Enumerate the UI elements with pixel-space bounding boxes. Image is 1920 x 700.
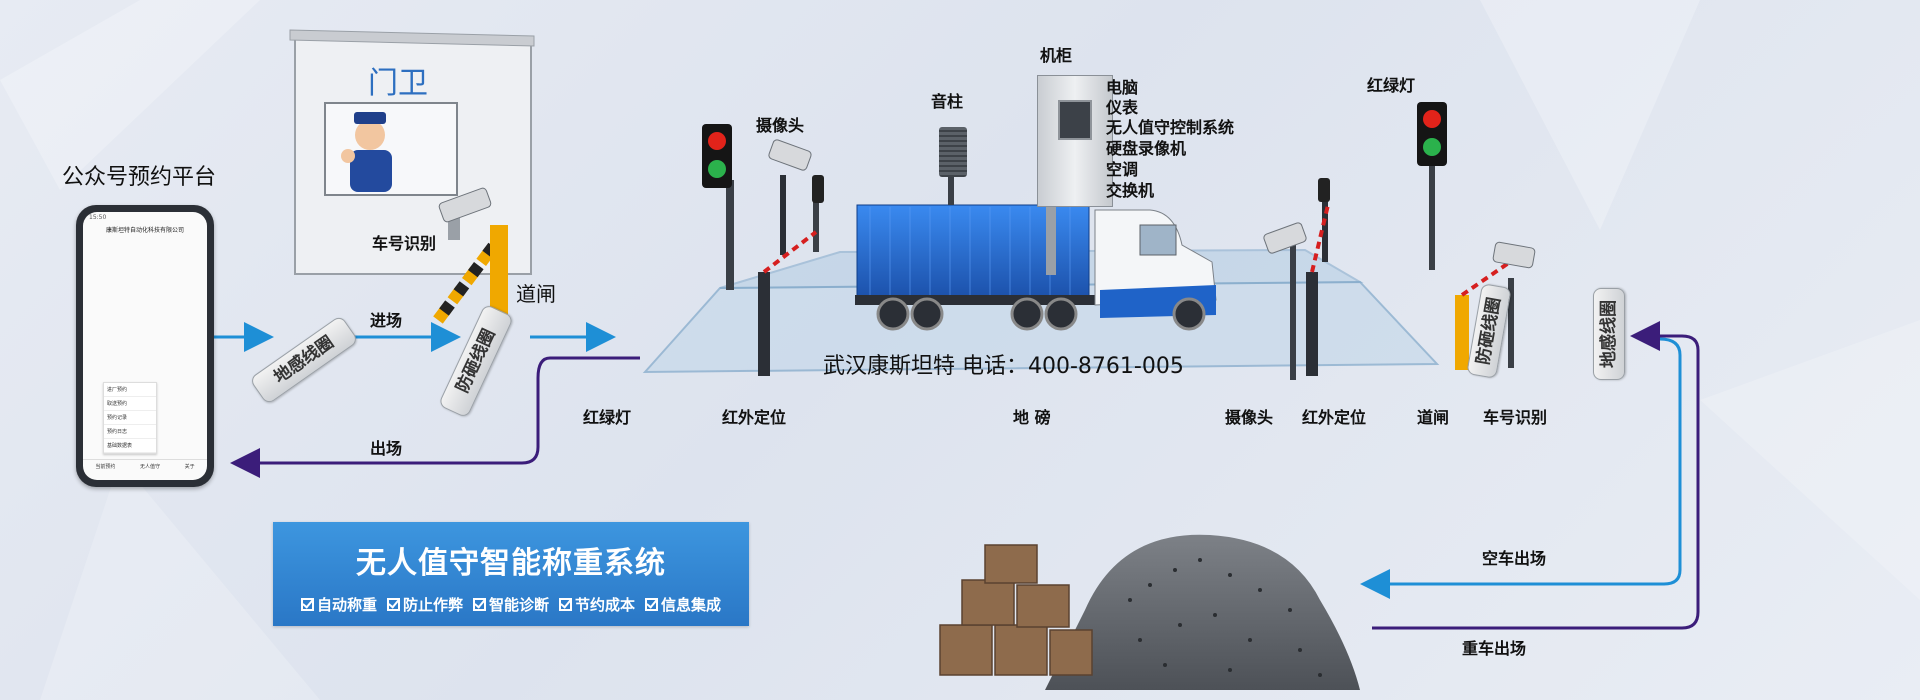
feature-label: 防止作弊 [402,596,463,614]
label-plate-recog-right: 车号识别 [1483,408,1548,427]
feature-label: 节约成本 [575,596,636,614]
phone-menu: 进厂预约 取送预约 预约记录 预约日志 基础数据表 [103,382,157,454]
label-loaded-exit: 重车出场 [1462,639,1527,658]
check-icon [559,598,572,611]
phone-screen: 15:50 康斯坦特自动化科技有限公司 进厂预约 取送预约 预约记录 预约日志 … [83,212,207,480]
label-camera-bottom: 摄像头 [1225,408,1274,427]
ground-loop-right: 地感线圈 [1593,288,1625,380]
phone-tab[interactable]: 当前预约 [95,464,116,470]
label-infrared-right: 红外定位 [1302,408,1367,427]
label-barrier-right: 道闸 [1417,408,1450,427]
feature-item: 自动称重 [300,594,377,615]
guard-house [289,29,535,275]
cabinet-item: 交换机 [1106,181,1155,200]
label-empty-exit: 空车出场 [1482,549,1547,568]
coal-pile [1045,534,1360,690]
phone-mockup: 15:50 康斯坦特自动化科技有限公司 进厂预约 取送预约 预约记录 预约日志 … [76,205,214,487]
cargo-boxes [939,544,1093,676]
label-speaker: 音柱 [931,92,964,111]
barrier-gate-left [433,225,508,324]
label-exit: 出场 [370,439,403,458]
plate-camera-left [438,187,492,240]
phone-status-time: 15:50 [89,214,107,221]
label-guard: 门卫 [368,66,428,101]
feature-label: 自动称重 [316,596,377,614]
check-icon [300,598,314,611]
feature-item: 信息集成 [645,594,721,615]
check-icon [645,598,659,611]
feature-item: 防止作弊 [386,594,463,615]
traffic-light-icon [702,124,732,188]
label-barrier-left: 道闸 [516,282,556,306]
feature-item: 节约成本 [559,594,635,615]
phone-menu-item[interactable]: 取送预约 [104,397,156,411]
label-cabinet: 机柜 [1040,46,1073,65]
feature-item: 智能诊断 [472,594,549,615]
cabinet-item: 无人值守控制系统 [1106,118,1235,137]
speaker-icon [939,127,967,177]
cabinet-icon [1037,75,1113,207]
label-platform: 公众号预约平台 [62,165,217,190]
check-icon [472,598,486,611]
label-enter: 进场 [370,311,403,330]
cabinet-item: 硬盘录像机 [1106,139,1187,158]
phone-menu-item[interactable]: 预约记录 [104,411,156,425]
phone-tab[interactable]: 关于 [184,464,195,470]
cabinet-item: 电脑 [1106,78,1139,97]
feature-label: 信息集成 [661,596,722,614]
phone-menu-item[interactable]: 基础数据表 [104,439,156,453]
label-traffic-light-bottom: 红绿灯 [583,408,632,427]
label-scale: 地 磅 [1013,408,1051,427]
phone-tab[interactable]: 无人值守 [139,464,160,470]
label-traffic-light-right: 红绿灯 [1367,76,1416,95]
loop-label: 地感线圈 [1599,300,1619,368]
cabinet-item: 仪表 [1106,98,1139,117]
label-camera-top: 摄像头 [756,116,805,135]
phone-menu-item[interactable]: 进厂预约 [104,383,156,397]
phone-menu-item[interactable]: 预约日志 [104,425,156,439]
traffic-light-icon [1417,102,1447,166]
check-icon [386,598,400,611]
banner-title: 无人值守智能称重系统 [356,546,666,581]
phone-app-title: 康斯坦特自动化科技有限公司 [105,227,184,234]
label-infrared-left: 红外定位 [722,408,787,427]
feature-label: 智能诊断 [488,596,549,614]
banner-features: 自动称重 防止作弊 智能诊断 节约成本 信息集成 [273,594,749,615]
system-banner: 无人值守智能称重系统 自动称重 防止作弊 智能诊断 节约成本 信息集成 [273,522,749,626]
label-company: 武汉康斯坦特 电话：400-8761-005 [823,354,1184,379]
label-plate-recog-left: 车号识别 [372,234,437,253]
cabinet-item: 空调 [1106,160,1139,179]
phone-tabbar: 当前预约 无人值守 关于 [83,459,207,470]
